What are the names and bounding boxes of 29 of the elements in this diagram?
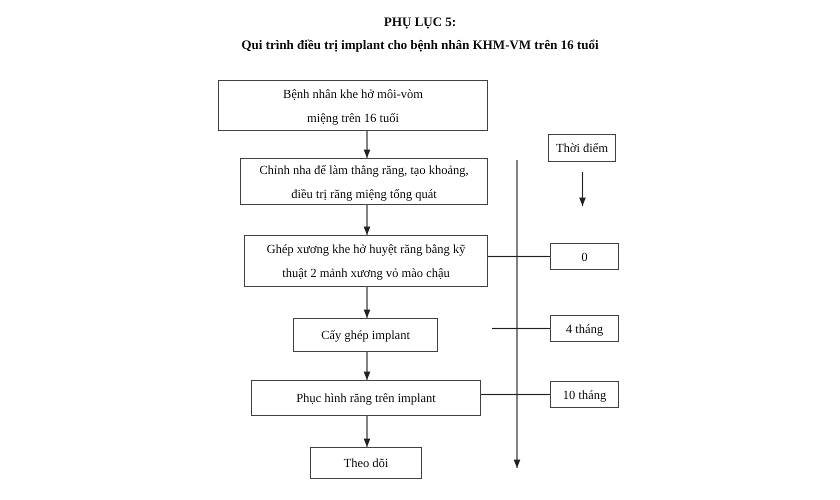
- box-text: Chỉnh nha để làm thẳng răng, tạo khoảng, điều trị răng miệng tổng quát: [258, 162, 470, 203]
- box-text: 4 tháng: [566, 320, 604, 338]
- arrow: [364, 352, 370, 380]
- time-box: [550, 243, 619, 270]
- time-box: [550, 315, 619, 342]
- box-text: Phục hình răng trên implant: [296, 390, 436, 407]
- process-box: [244, 235, 488, 287]
- process-box: [240, 158, 488, 205]
- appendix-title: PHỤ LỤC 5:: [382, 14, 458, 30]
- box-text: Ghép xương khe hở huyệt răng bằng kỹ thuật 2 mảnh xương vỏ mào chậu: [266, 241, 466, 282]
- arrow: [364, 131, 370, 158]
- box-text: Bệnh nhân khe hở môi-vòm miệng trên 16 tuổi: [282, 86, 424, 127]
- arrow: [364, 287, 370, 318]
- process-box: [218, 80, 488, 131]
- time-box: [548, 134, 616, 162]
- arrow: [364, 205, 370, 235]
- arrow: [579, 172, 586, 206]
- box-text: Theo dõi: [344, 455, 388, 472]
- process-box: [310, 447, 422, 479]
- box-text: Cấy ghép implant: [321, 327, 410, 344]
- box-text: Thời điểm: [556, 140, 608, 157]
- tick-line: [492, 328, 550, 330]
- time-box: [550, 381, 619, 408]
- arrow: [364, 416, 370, 447]
- process-box: [251, 380, 481, 416]
- subtitle: Qui trình điều trị implant cho bệnh nhân KHM-VM trên 16 tuổi: [240, 37, 600, 53]
- box-text: 0: [581, 248, 588, 266]
- process-box: [293, 318, 438, 352]
- box-text: 10 tháng: [562, 386, 606, 404]
